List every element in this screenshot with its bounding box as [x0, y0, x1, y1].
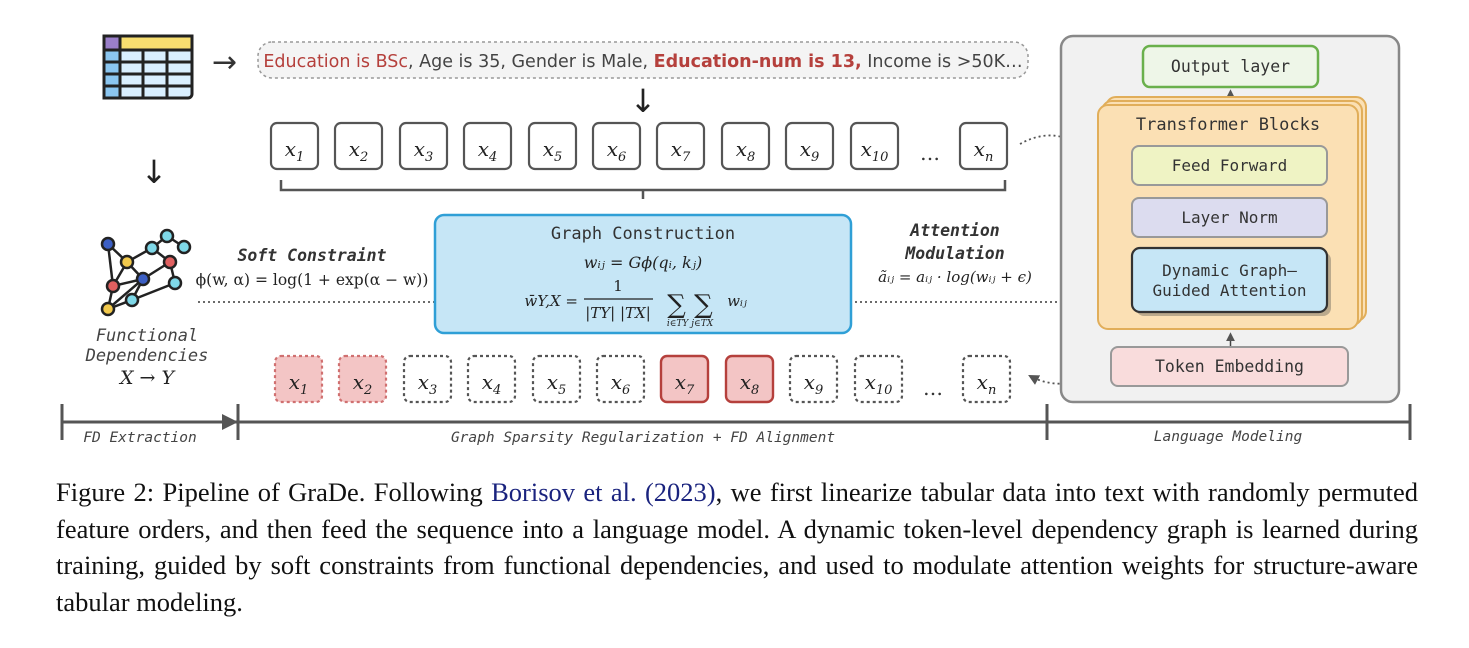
graph-construction-title: Graph Construction	[551, 224, 735, 244]
stage-fd-extraction: FD Extraction	[83, 430, 197, 446]
token-box-bottom: x3	[402, 354, 453, 404]
ellipsis-bottom: …	[923, 376, 943, 400]
token-box-top: x10	[849, 121, 900, 171]
token-label: x5	[547, 370, 567, 398]
token-box-bottom: xn	[961, 354, 1012, 404]
token-embedding-label: Token Embedding	[1155, 357, 1304, 376]
dynamic-graph-attention-box	[1130, 246, 1329, 314]
dynamic-attention-line1: Dynamic Graph–	[1162, 261, 1297, 280]
token-label: x9	[804, 370, 824, 398]
soft-constraint-title: Soft Constraint	[237, 246, 386, 265]
token-box-top: x6	[591, 121, 642, 171]
token-label: x3	[414, 137, 434, 165]
pipeline-figure: → Education is BSc, Age is 35, Gender is…	[60, 34, 1412, 446]
token-label: x1	[285, 137, 305, 165]
token-label: x7	[671, 137, 691, 165]
token-box-bottom: x5	[531, 354, 582, 404]
output-layer-box	[1141, 44, 1320, 89]
down-arrow-icon: ↓	[630, 82, 657, 120]
token-box-top: x4	[462, 121, 513, 171]
token-row-bottom: x1 x2 x3 x4 x5 x6 x7 x8 x9 x10 … xn	[273, 354, 1012, 404]
stage-graph-sparsity: Graph Sparsity Regularization + FD Align…	[451, 430, 835, 446]
token-box-top: x3	[398, 121, 449, 171]
attention-mod-line1: Attention	[909, 221, 999, 240]
tokens-to-lm-arrow	[1019, 134, 1086, 152]
token-bracket	[279, 180, 1007, 192]
attention-mod-line2: Modulation	[904, 244, 1004, 263]
transformer-blocks-label: Transformer Blocks	[1136, 115, 1320, 135]
token-label: xn	[977, 370, 997, 398]
svg-text:|TY| |TX|: |TY| |TX|	[585, 304, 651, 322]
token-label: x8	[736, 137, 756, 165]
token-label: x8	[740, 370, 760, 398]
token-label: x7	[675, 370, 695, 398]
token-label: x6	[611, 370, 631, 398]
token-label: xn	[974, 137, 994, 165]
citation-link[interactable]: Borisov et al. (2023)	[491, 477, 716, 507]
svg-text:∑ ∑: ∑ ∑	[667, 290, 713, 320]
token-box-top: xn	[958, 121, 1009, 171]
fd-expression: X → Y	[118, 367, 177, 389]
svg-text:1: 1	[613, 277, 623, 295]
ellipsis-top: …	[920, 141, 940, 165]
token-box-bottom: x1	[273, 354, 324, 404]
token-label: x3	[418, 370, 438, 398]
linearized-sentence: Education is BSc, Age is 35, Gender is M…	[263, 52, 1022, 72]
token-box-bottom: x8	[724, 354, 775, 404]
graph-construction-box	[433, 213, 853, 335]
token-label: x6	[607, 137, 627, 165]
token-label: x2	[353, 370, 373, 398]
token-label: x9	[800, 137, 820, 165]
token-box-bottom: x9	[788, 354, 839, 404]
svg-text:w̄Y,X =: w̄Y,X =	[524, 292, 578, 310]
token-label: x1	[289, 370, 309, 398]
token-box-top: x2	[333, 121, 384, 171]
dynamic-attention-line2: Guided Attention	[1152, 281, 1306, 300]
svg-text:wᵢⱼ: wᵢⱼ	[727, 292, 747, 310]
fd-graph-icon	[100, 228, 192, 317]
output-layer-label: Output layer	[1171, 57, 1290, 76]
token-box-bottom: x10	[853, 354, 904, 404]
token-box-bottom: x6	[595, 354, 646, 404]
token-row-top: x1 x2 x3 x4 x5 x6 x7 x8 x9 x10 … xn	[269, 121, 1009, 171]
down-arrow-icon: ↓	[141, 153, 168, 191]
table-icon	[102, 34, 194, 100]
token-label: x4	[478, 137, 498, 165]
token-box-bottom: x7	[659, 354, 710, 404]
token-label: x2	[349, 137, 369, 165]
stage-axis	[60, 404, 1412, 440]
graph-eq1: wᵢⱼ = Gϕ(qᵢ, kⱼ)	[584, 253, 702, 272]
token-label: x4	[482, 370, 502, 398]
token-label: x10	[865, 370, 893, 398]
token-embedding-box	[1110, 346, 1349, 387]
right-arrow-icon: →	[212, 45, 237, 80]
token-label: x5	[543, 137, 563, 165]
token-box-bottom: x4	[466, 354, 517, 404]
fd-label-line1: Functional	[96, 326, 198, 346]
token-box-top: x7	[655, 121, 706, 171]
token-box-top: x9	[784, 121, 835, 171]
layer-norm-box	[1131, 197, 1328, 238]
soft-constraint-formula: ϕ(w, α) = log(1 + exp(α − w))	[196, 271, 429, 289]
stage-language-modeling: Language Modeling	[1154, 429, 1303, 445]
token-box-top: x1	[269, 121, 320, 171]
attention-mod-formula: ãᵢⱼ = aᵢⱼ · log(wᵢⱼ + ϵ)	[878, 268, 1032, 286]
svg-text:i∈TY j∈TX: i∈TY j∈TX	[667, 319, 714, 329]
fd-label-line2: Dependencies	[85, 346, 209, 366]
layer-norm-label: Layer Norm	[1181, 208, 1277, 227]
sentence-pill	[257, 41, 1029, 79]
figure-caption: Figure 2: Pipeline of GraDe. Following B…	[56, 477, 1419, 617]
token-label: x10	[861, 137, 889, 165]
token-box-top: x8	[720, 121, 771, 171]
feed-forward-box	[1131, 145, 1328, 186]
token-box-bottom: x2	[337, 354, 388, 404]
graph-eq2: w̄Y,X = 1 |TY| |TX| ∑ ∑ i∈TY j∈TX wᵢⱼ	[524, 277, 747, 329]
feed-forward-label: Feed Forward	[1172, 156, 1288, 175]
token-box-top: x5	[527, 121, 578, 171]
